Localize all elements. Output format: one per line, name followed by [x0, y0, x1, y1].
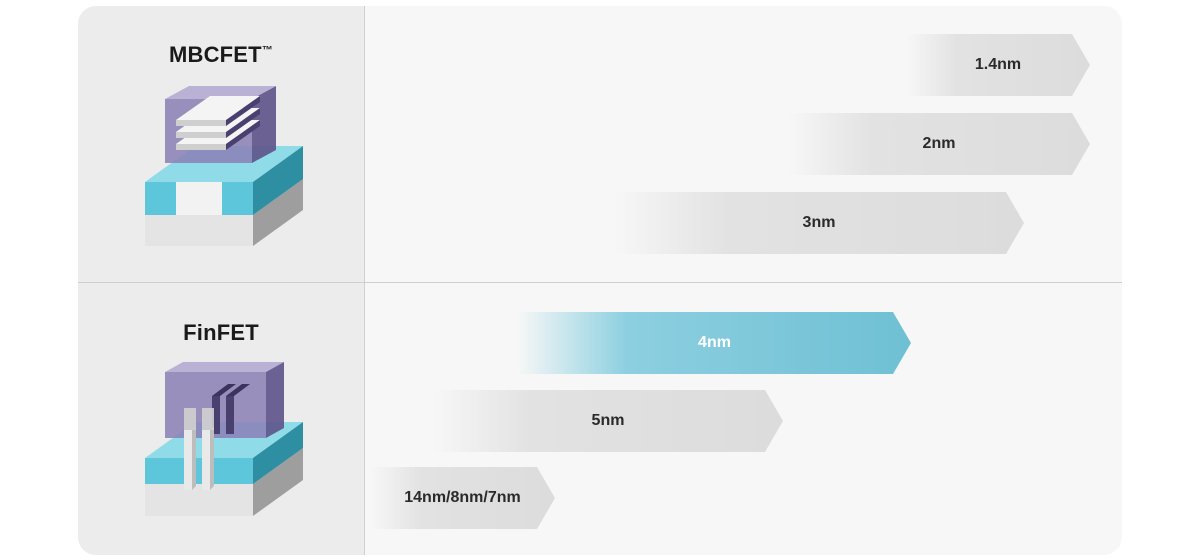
- mbcfet-transistor-icon: [145, 86, 303, 246]
- vertical-divider: [364, 6, 365, 555]
- mbcfet-title: MBCFET™: [78, 42, 364, 68]
- node-arrow-1-4nm: 1.4nm: [906, 34, 1090, 96]
- mbcfet-title-text: MBCFET: [168, 42, 262, 67]
- trademark-symbol: ™: [261, 44, 274, 57]
- node-label-14-8-7nm: 14nm/8nm/7nm: [404, 489, 521, 506]
- node-label-2nm: 2nm: [922, 135, 956, 152]
- node-arrow-14-8-7nm: 14nm/8nm/7nm: [370, 467, 555, 529]
- finfet-transistor-icon: [145, 362, 303, 516]
- horizontal-divider: [78, 282, 1122, 283]
- node-label-5nm: 5nm: [591, 412, 625, 429]
- node-label-3nm: 3nm: [802, 214, 836, 231]
- node-arrow-4nm: 4nm: [518, 312, 911, 374]
- node-arrow-3nm: 3nm: [614, 192, 1024, 254]
- finfet-title-text: FinFET: [183, 320, 259, 345]
- node-arrow-5nm: 5nm: [433, 390, 783, 452]
- node-label-1-4nm: 1.4nm: [974, 56, 1022, 73]
- node-label-4nm: 4nm: [698, 334, 731, 351]
- roadmap-panel: MBCFET™ FinFET: [78, 6, 1122, 555]
- node-arrow-2nm: 2nm: [788, 113, 1090, 175]
- finfet-title: FinFET: [78, 320, 364, 346]
